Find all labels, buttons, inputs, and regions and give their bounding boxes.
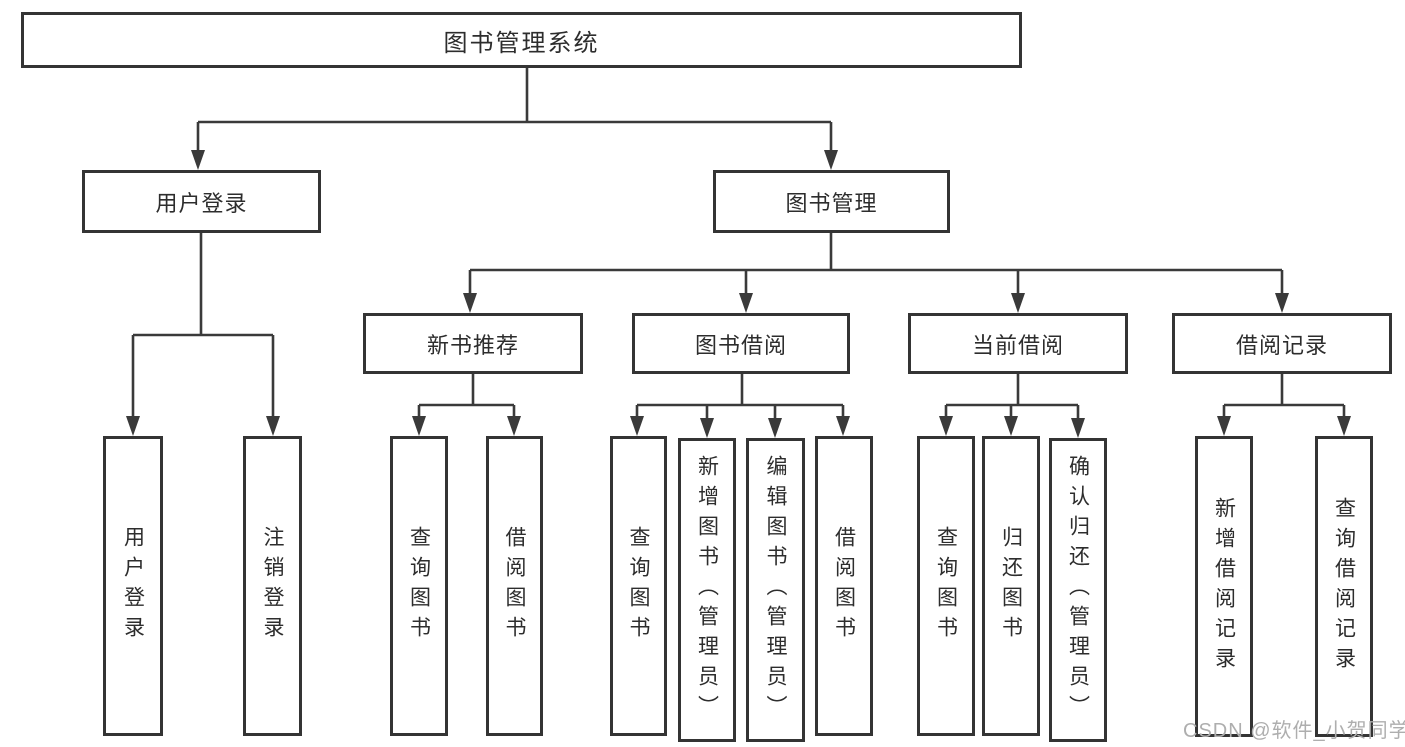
leaf-logout: 注销登录	[243, 436, 302, 736]
node-book-borrowing: 图书借阅	[632, 313, 850, 374]
watermark: CSDN @软件_小贺同学	[1183, 720, 1405, 742]
node-root: 图书管理系统	[21, 12, 1022, 68]
node-new-book-recommend: 新书推荐	[363, 313, 583, 374]
leaf-query-books-borrowing: 查询图书	[610, 436, 667, 736]
node-borrowing-records: 借阅记录	[1172, 313, 1392, 374]
node-user-login: 用户登录	[82, 170, 321, 233]
leaf-borrow-books-recommend: 借阅图书	[486, 436, 543, 736]
leaf-return-books: 归还图书	[982, 436, 1040, 736]
connector-book-borrowing	[635, 374, 845, 422]
connector-book-management	[468, 233, 1284, 296]
leaf-confirm-return-admin: 确认归还（管理员）	[1049, 438, 1107, 742]
connector-user-login	[131, 233, 275, 420]
arrowheads	[126, 150, 1351, 438]
leaf-edit-books-admin: 编辑图书（管理员）	[746, 438, 805, 742]
leaf-query-books-recommend: 查询图书	[390, 436, 448, 736]
node-current-borrowing: 当前借阅	[908, 313, 1128, 374]
connector-current-borrowing	[944, 374, 1080, 422]
leaf-query-books-current: 查询图书	[917, 436, 975, 736]
connector-root	[196, 68, 833, 152]
connector-new-book-recommend	[417, 374, 516, 420]
leaf-add-borrow-record: 新增借阅记录	[1195, 436, 1253, 737]
leaf-borrow-books-borrowing: 借阅图书	[815, 436, 873, 736]
leaf-user-login: 用户登录	[103, 436, 163, 736]
leaf-add-books-admin: 新增图书（管理员）	[678, 438, 736, 742]
node-book-management: 图书管理	[713, 170, 950, 233]
leaf-query-borrow-record: 查询借阅记录	[1315, 436, 1373, 737]
connector-borrowing-records	[1222, 374, 1346, 420]
